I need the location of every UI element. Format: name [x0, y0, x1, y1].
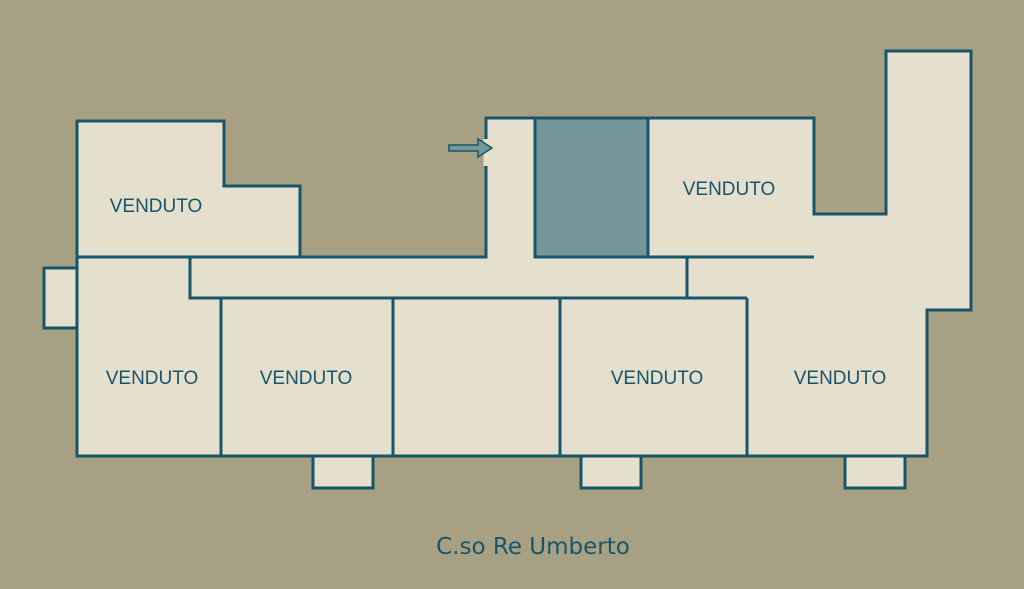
- room-label: VENDUTO: [106, 368, 199, 389]
- balcony-3: [843, 454, 907, 490]
- balcony-2: [579, 454, 643, 490]
- balcony-1: [311, 454, 375, 490]
- room-label: VENDUTO: [260, 368, 353, 389]
- room-label: VENDUTO: [110, 196, 203, 217]
- balcony-left: [42, 266, 79, 330]
- room-label: VENDUTO: [611, 368, 704, 389]
- arrow-right-icon: [448, 137, 494, 159]
- street-name: C.so Re Umberto: [436, 534, 630, 560]
- unit-available-highlighted[interactable]: [533, 116, 650, 259]
- room-label: VENDUTO: [683, 179, 776, 200]
- interior-walls: [77, 255, 814, 456]
- room-label: VENDUTO: [794, 368, 887, 389]
